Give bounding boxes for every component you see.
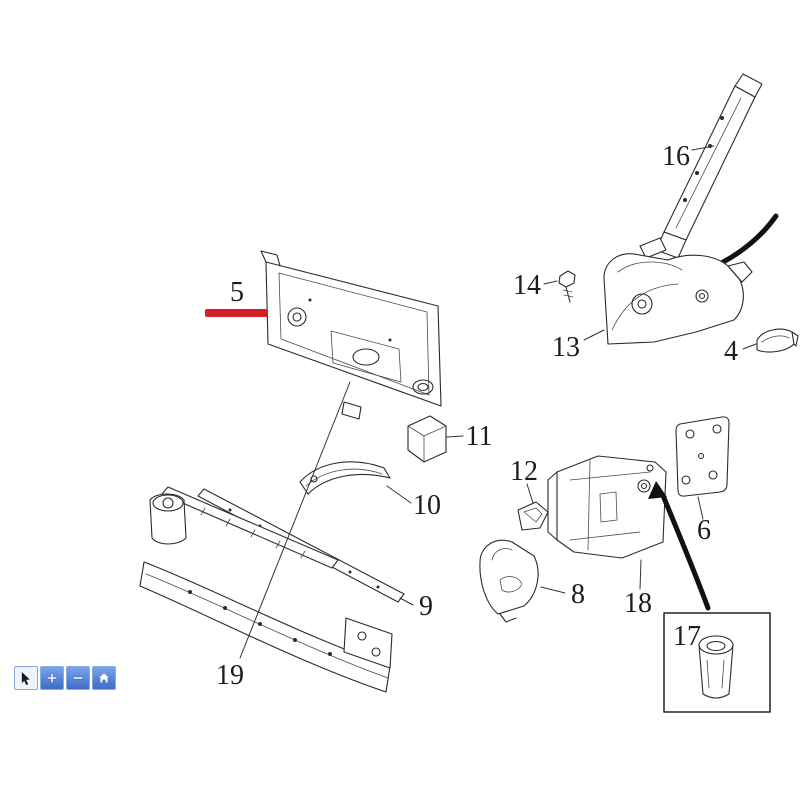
- pointer-tool-button[interactable]: [14, 666, 38, 690]
- part-label-5[interactable]: 5: [230, 277, 244, 308]
- part-4-drawing[interactable]: [756, 328, 799, 353]
- minus-icon: [71, 671, 85, 685]
- part-label-16[interactable]: 16: [662, 141, 690, 172]
- part-11-drawing[interactable]: [407, 415, 447, 463]
- part-label-13[interactable]: 13: [552, 332, 580, 363]
- part-18-drawing[interactable]: [547, 455, 667, 559]
- part-label-19[interactable]: 19: [216, 660, 244, 691]
- part-label-6[interactable]: 6: [697, 515, 711, 546]
- part-6-drawing[interactable]: [675, 416, 730, 497]
- part-5-drawing[interactable]: [260, 250, 442, 420]
- part-label-8[interactable]: 8: [571, 579, 585, 610]
- viewer-toolbar: [14, 666, 116, 690]
- part-8-drawing[interactable]: [479, 539, 539, 623]
- zoom-in-button[interactable]: [40, 666, 64, 690]
- part-label-4[interactable]: 4: [724, 336, 738, 367]
- leader-lines: [239, 145, 757, 659]
- home-icon: [97, 671, 111, 685]
- plus-icon: [45, 671, 59, 685]
- part-17-inset[interactable]: [663, 612, 771, 713]
- zoom-out-button[interactable]: [66, 666, 90, 690]
- home-button[interactable]: [92, 666, 116, 690]
- part-label-10[interactable]: 10: [413, 490, 441, 521]
- part-13-drawing[interactable]: [603, 253, 753, 345]
- part-label-14[interactable]: 14: [513, 270, 541, 301]
- part-label-11[interactable]: 11: [465, 421, 493, 452]
- part-label-9[interactable]: 9: [419, 591, 433, 622]
- arrow-18-to-17: [648, 481, 711, 611]
- selected-part-underline: [205, 309, 268, 317]
- part-14-bolt-drawing[interactable]: [558, 270, 576, 303]
- part-label-18[interactable]: 18: [624, 588, 652, 619]
- cursor-icon: [19, 671, 34, 686]
- part-19-drawing[interactable]: [139, 486, 393, 693]
- part-label-12[interactable]: 12: [510, 456, 538, 487]
- part-label-17[interactable]: 17: [673, 621, 701, 652]
